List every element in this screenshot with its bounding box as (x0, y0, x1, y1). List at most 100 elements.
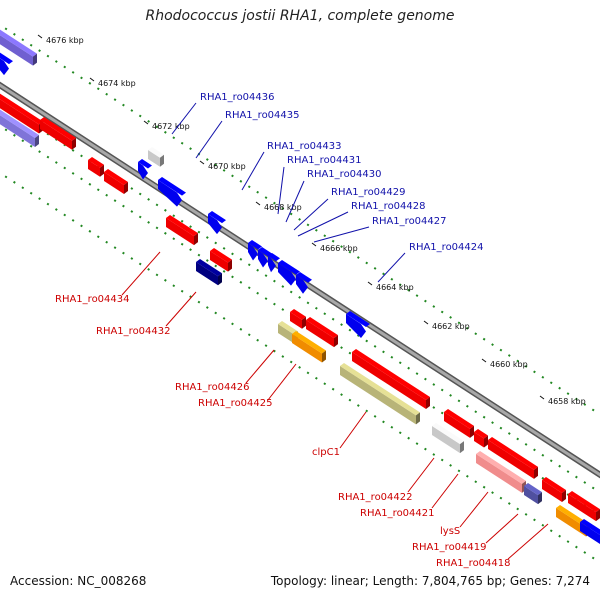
gene-block (580, 519, 600, 544)
kbp-label: 4658 kbp (548, 397, 586, 406)
gene-block (352, 349, 430, 410)
kbp-tick (37, 34, 43, 39)
gene-label: RHA1_ro04436 (200, 92, 275, 103)
label-leader (241, 151, 265, 191)
gene-block (0, 109, 39, 147)
kbp-label: 4666 kbp (320, 244, 358, 253)
gene-label: RHA1_ro04433 (267, 141, 342, 152)
label-leader (431, 473, 459, 509)
kbp-tick (199, 160, 205, 165)
map-title: Rhodococcus jostii RHA1, complete genome (145, 8, 455, 24)
gene-block (0, 52, 13, 76)
label-leader (121, 251, 161, 296)
gene-block (444, 409, 474, 438)
kbp-tick (143, 120, 149, 125)
gene-label: RHA1_ro04422 (338, 492, 413, 503)
gene-block (340, 363, 420, 425)
gene-label: RHA1_ro04431 (287, 155, 362, 166)
gene-label: RHA1_ro04418 (436, 558, 511, 569)
kbp-label: 4664 kbp (376, 283, 414, 292)
gene-label: RHA1_ro04432 (96, 326, 171, 337)
gene-label: RHA1_ro04434 (55, 294, 130, 305)
kbp-label: 4672 kbp (152, 122, 190, 131)
kbp-scale: 4676 kbp 4674 kbp 4672 kbp 4670 kbp 4668 kbp… (37, 34, 586, 406)
gene-features (0, 29, 600, 544)
label-leader (285, 180, 305, 223)
gene-label: RHA1_ro04427 (372, 216, 447, 227)
kbp-label: 4668 kbp (264, 203, 302, 212)
kbp-label: 4662 kbp (432, 322, 470, 331)
gene-label: RHA1_ro04419 (412, 542, 487, 553)
label-leader (377, 252, 406, 283)
kbp-tick (367, 281, 373, 286)
gene-block (248, 240, 262, 261)
label-leader (267, 363, 297, 401)
gene-block (488, 437, 538, 479)
gene-label: RHA1_ro04428 (351, 201, 426, 212)
gene-block (40, 117, 76, 150)
gene-block (524, 483, 542, 505)
label-leader (407, 457, 435, 493)
gene-block (296, 272, 312, 294)
minus-strand-labels: RHA1_ro04434RHA1_ro04432RHA1_ro04426RHA1… (55, 251, 549, 569)
kbp-label: 4670 kbp (208, 162, 246, 171)
label-leader (313, 226, 370, 243)
gene-label: RHA1_ro04425 (198, 398, 273, 409)
label-leader (293, 198, 329, 231)
kbp-tick (311, 242, 317, 247)
gene-block (306, 317, 338, 348)
gene-block (158, 177, 186, 207)
kbp-tick (481, 358, 487, 363)
gene-block (542, 477, 566, 502)
gene-block (0, 29, 37, 66)
gene-label: RHA1_ro04424 (409, 242, 484, 253)
gene-block (166, 215, 198, 246)
kbp-label: 4676 kbp (46, 36, 84, 45)
gene-label: lysS (440, 526, 460, 537)
gene-block (290, 309, 306, 329)
kbp-tick (255, 201, 261, 206)
gene-block (278, 260, 300, 286)
gene-block (210, 248, 232, 272)
dotted-track (0, 23, 600, 416)
genome-map: 4676 kbp 4674 kbp 4672 kbp 4670 kbp 4668 kbp… (0, 23, 600, 569)
plus-strand-labels: RHA1_ro04436RHA1_ro04435RHA1_ro04433RHA1… (171, 92, 484, 283)
topology-text: Topology: linear; Length: 7,804,765 bp; … (270, 574, 590, 588)
gene-block (88, 157, 104, 177)
gene-block (292, 331, 326, 363)
dotted-track (0, 101, 600, 494)
label-leader (245, 349, 275, 384)
gene-label: clpC1 (312, 447, 340, 458)
gene-label: RHA1_ro04429 (331, 187, 406, 198)
label-leader (165, 291, 197, 327)
label-leader (485, 513, 519, 544)
label-leader (171, 102, 197, 135)
accession-text: Accession: NC_008268 (10, 574, 147, 588)
gene-block (138, 159, 152, 180)
track-grid (0, 23, 600, 564)
kbp-tick (89, 77, 95, 82)
gene-label: RHA1_ro04426 (175, 382, 250, 393)
gene-block (432, 423, 464, 454)
dotted-track (0, 171, 600, 564)
gene-block (258, 247, 272, 268)
gene-block (196, 259, 222, 286)
gene-label: RHA1_ro04421 (360, 508, 435, 519)
label-leader (459, 491, 489, 528)
kbp-label: 4674 kbp (98, 79, 136, 88)
gene-block (474, 429, 488, 448)
kbp-tick (423, 320, 429, 325)
kbp-label: 4660 kbp (490, 360, 528, 369)
gene-block (346, 311, 370, 338)
gene-block (208, 211, 226, 235)
gene-label: RHA1_ro04430 (307, 169, 382, 180)
label-leader (297, 211, 349, 237)
gene-block (104, 169, 128, 194)
label-leader (507, 523, 549, 560)
label-leader (277, 166, 285, 215)
kbp-tick (539, 395, 545, 400)
gene-block (568, 491, 600, 522)
gene-label: RHA1_ro04435 (225, 110, 300, 121)
label-leader (195, 120, 223, 159)
gene-block (268, 253, 280, 273)
